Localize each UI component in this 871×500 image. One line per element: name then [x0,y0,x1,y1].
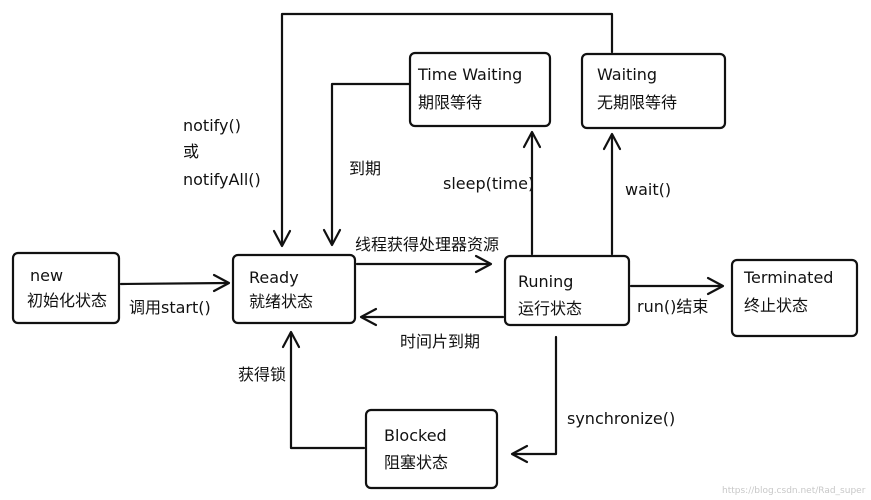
state-terminated-title: Terminated [743,268,833,287]
state-running: Runing 运行状态 [503,254,631,327]
label-running-to-ready: 时间片到期 [400,332,480,351]
arrow-ready-to-running [355,254,493,274]
arrow-running-to-waiting [602,132,622,256]
arrow-waiting-to-ready [272,12,614,248]
arrow-blocked-to-ready [281,330,366,450]
label-running-to-waiting: wait() [625,180,671,199]
label-running-to-blocked: synchronize() [567,409,675,428]
state-ready: Ready 就绪状态 [231,253,357,325]
state-waiting-title: Waiting [597,65,657,84]
state-ready-title: Ready [249,268,299,287]
state-time-waiting-title: Time Waiting [417,65,522,84]
arrow-running-to-blocked [510,335,558,464]
label-notify-all: notifyAll() [183,170,261,189]
arrow-running-to-ready [359,307,505,327]
label-time-waiting-to-ready: 到期 [349,159,381,178]
state-blocked-subtitle: 阻塞状态 [384,453,448,472]
state-running-subtitle: 运行状态 [518,299,582,318]
state-new-title: new [30,266,63,285]
label-waiting-to-ready: notify() 或 notifyAll() [183,116,261,189]
arrow-new-to-ready [119,273,231,293]
state-terminated-subtitle: 终止状态 [744,296,808,315]
state-time-waiting: Time Waiting 期限等待 [408,51,552,128]
label-or: 或 [183,142,199,161]
label-new-to-ready: 调用start() [129,298,211,317]
state-new-subtitle: 初始化状态 [27,291,107,310]
state-time-waiting-subtitle: 期限等待 [418,93,482,112]
arrow-running-to-terminated [629,276,725,296]
label-notify: notify() [183,116,241,135]
state-new: new 初始化状态 [11,251,121,325]
state-waiting-subtitle: 无期限等待 [597,93,677,112]
state-blocked: Blocked 阻塞状态 [364,408,499,490]
watermark: https://blog.csdn.net/Rad_super [722,486,866,496]
label-ready-to-running: 线程获得处理器资源 [355,235,499,254]
arrow-running-to-time-waiting [522,130,542,256]
state-blocked-title: Blocked [384,426,447,445]
state-ready-subtitle: 就绪状态 [249,292,313,311]
arrow-time-waiting-to-ready [322,82,411,247]
label-running-to-terminated: run()结束 [637,297,708,316]
label-running-to-time-waiting: sleep(time) [443,174,534,193]
state-running-title: Runing [518,272,573,291]
state-terminated: Terminated 终止状态 [730,258,859,338]
state-waiting: Waiting 无期限等待 [580,52,727,130]
label-blocked-to-ready: 获得锁 [238,365,286,384]
